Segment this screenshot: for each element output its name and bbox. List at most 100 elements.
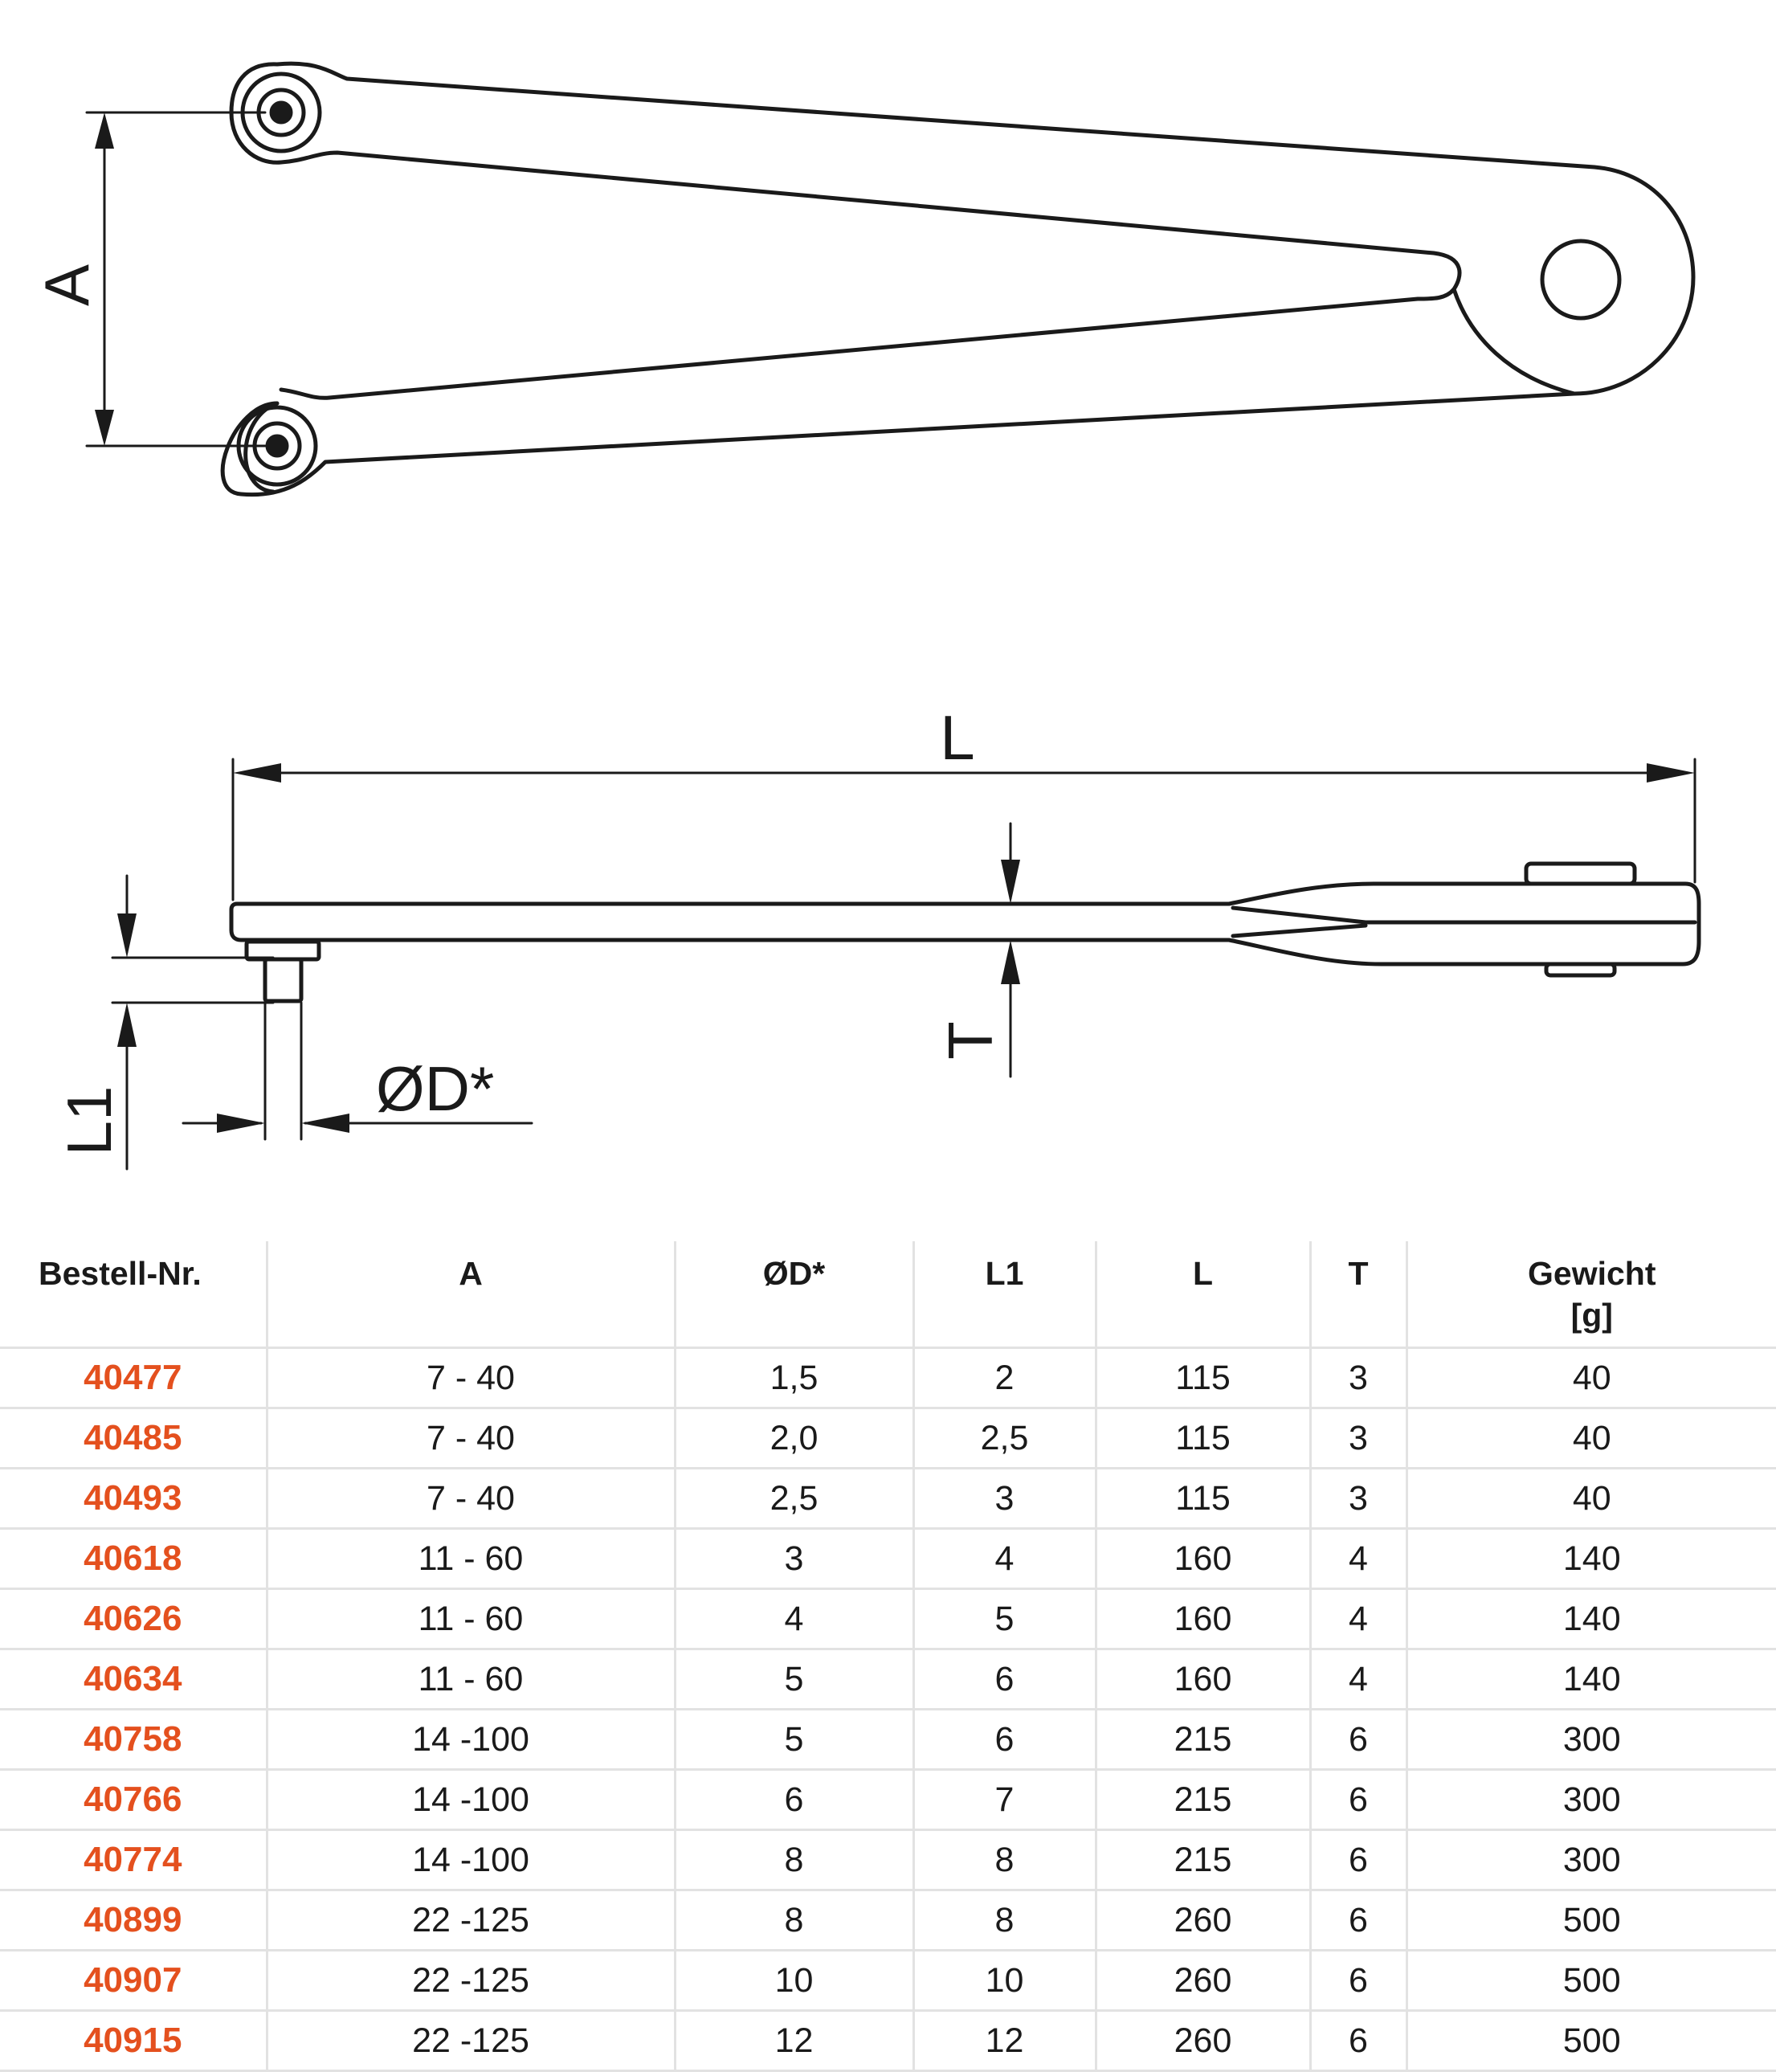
label-l1: L1	[54, 1086, 125, 1156]
cell-t: 4	[1310, 1588, 1408, 1650]
cell-a: 22 -125	[267, 1890, 676, 1951]
cell-d: 4	[675, 1588, 915, 1650]
cell-d: 5	[675, 1649, 915, 1710]
cell-order-no[interactable]: 40485	[0, 1408, 268, 1469]
cell-l: 260	[1096, 1890, 1312, 1951]
cell-l1: 2	[913, 1347, 1097, 1409]
dimension-a	[85, 111, 267, 448]
cell-order-no[interactable]: 40618	[0, 1528, 268, 1590]
cell-a: 11 - 60	[267, 1588, 676, 1650]
label-d: ØD*	[376, 1053, 494, 1124]
cell-order-no[interactable]: 40634	[0, 1649, 268, 1710]
cell-l1: 4	[913, 1528, 1097, 1590]
cell-weight: 300	[1407, 1769, 1776, 1831]
cell-l1: 7	[913, 1769, 1097, 1831]
header-weight: Gewicht [g]	[1407, 1241, 1776, 1349]
cell-order-no[interactable]: 40758	[0, 1709, 268, 1771]
cell-l1: 12	[913, 2010, 1097, 2072]
cell-a: 22 -125	[267, 1950, 676, 2012]
table-header-row: Bestell-Nr. A ØD* L1 L T Gewicht [g]	[0, 1241, 1776, 1349]
cell-weight: 300	[1407, 1709, 1776, 1771]
cell-t: 6	[1310, 1829, 1408, 1891]
cell-a: 22 -125	[267, 2010, 676, 2072]
cell-l: 260	[1096, 2010, 1312, 2072]
technical-drawing: A L T L1 ØD*	[31, 61, 1701, 1171]
header-weight-line1: Gewicht	[1528, 1255, 1656, 1292]
cell-order-no[interactable]: 40774	[0, 1829, 268, 1891]
cell-l: 215	[1096, 1769, 1312, 1831]
cell-order-no[interactable]: 40915	[0, 2010, 268, 2072]
label-l: L	[940, 702, 974, 773]
cell-order-no[interactable]: 40899	[0, 1890, 268, 1951]
cell-order-no[interactable]: 40766	[0, 1769, 268, 1831]
cell-d: 5	[675, 1709, 915, 1771]
cell-d: 2,5	[675, 1468, 915, 1530]
label-t: T	[935, 1021, 1006, 1060]
cell-weight: 40	[1407, 1408, 1776, 1469]
cell-order-no[interactable]: 40477	[0, 1347, 268, 1409]
header-order-no: Bestell-Nr.	[0, 1241, 268, 1349]
cell-a: 14 -100	[267, 1829, 676, 1891]
cell-d: 3	[675, 1528, 915, 1590]
cell-weight: 300	[1407, 1829, 1776, 1891]
cell-weight: 40	[1407, 1468, 1776, 1530]
header-l1: L1	[913, 1241, 1097, 1349]
cell-t: 3	[1310, 1408, 1408, 1469]
cell-a: 11 - 60	[267, 1528, 676, 1590]
top-view-outline	[220, 61, 1696, 497]
header-weight-line2: [g]	[1570, 1297, 1613, 1334]
cell-d: 10	[675, 1950, 915, 2012]
header-l: L	[1096, 1241, 1312, 1349]
cell-a: 14 -100	[267, 1769, 676, 1831]
cell-l: 215	[1096, 1709, 1312, 1771]
cell-a: 14 -100	[267, 1709, 676, 1771]
cell-d: 6	[675, 1769, 915, 1831]
header-d: ØD*	[675, 1241, 915, 1349]
cell-t: 6	[1310, 1950, 1408, 2012]
cell-l: 160	[1096, 1649, 1312, 1710]
cell-weight: 40	[1407, 1347, 1776, 1409]
cell-weight: 140	[1407, 1528, 1776, 1590]
cell-l1: 8	[913, 1890, 1097, 1951]
cell-t: 6	[1310, 1890, 1408, 1951]
header-t: T	[1310, 1241, 1408, 1349]
cell-a: 7 - 40	[267, 1468, 676, 1530]
cell-d: 1,5	[675, 1347, 915, 1409]
cell-l1: 6	[913, 1709, 1097, 1771]
cell-l1: 6	[913, 1649, 1097, 1710]
cell-l1: 2,5	[913, 1408, 1097, 1469]
cell-l: 160	[1096, 1528, 1312, 1590]
cell-order-no[interactable]: 40493	[0, 1468, 268, 1530]
cell-l: 160	[1096, 1588, 1312, 1650]
upper-pin-icon	[240, 72, 322, 153]
cell-t: 4	[1310, 1528, 1408, 1590]
cell-a: 11 - 60	[267, 1649, 676, 1710]
cell-l1: 5	[913, 1588, 1097, 1650]
cell-order-no[interactable]: 40907	[0, 1950, 268, 2012]
cell-a: 7 - 40	[267, 1408, 676, 1469]
cell-l: 115	[1096, 1468, 1312, 1530]
cell-l: 115	[1096, 1347, 1312, 1409]
cell-weight: 500	[1407, 2010, 1776, 2072]
cell-t: 6	[1310, 2010, 1408, 2072]
dimension-l	[231, 758, 1696, 901]
cell-l: 260	[1096, 1950, 1312, 2012]
cell-weight: 500	[1407, 1890, 1776, 1951]
cell-l: 215	[1096, 1829, 1312, 1891]
cell-d: 8	[675, 1829, 915, 1891]
dimension-l1	[111, 874, 303, 1171]
cell-weight: 140	[1407, 1588, 1776, 1650]
spec-table: Bestell-Nr. A ØD* L1 L T Gewicht [g] 404…	[0, 1241, 1776, 2072]
cell-l1: 8	[913, 1829, 1097, 1891]
cell-order-no[interactable]: 40626	[0, 1588, 268, 1650]
